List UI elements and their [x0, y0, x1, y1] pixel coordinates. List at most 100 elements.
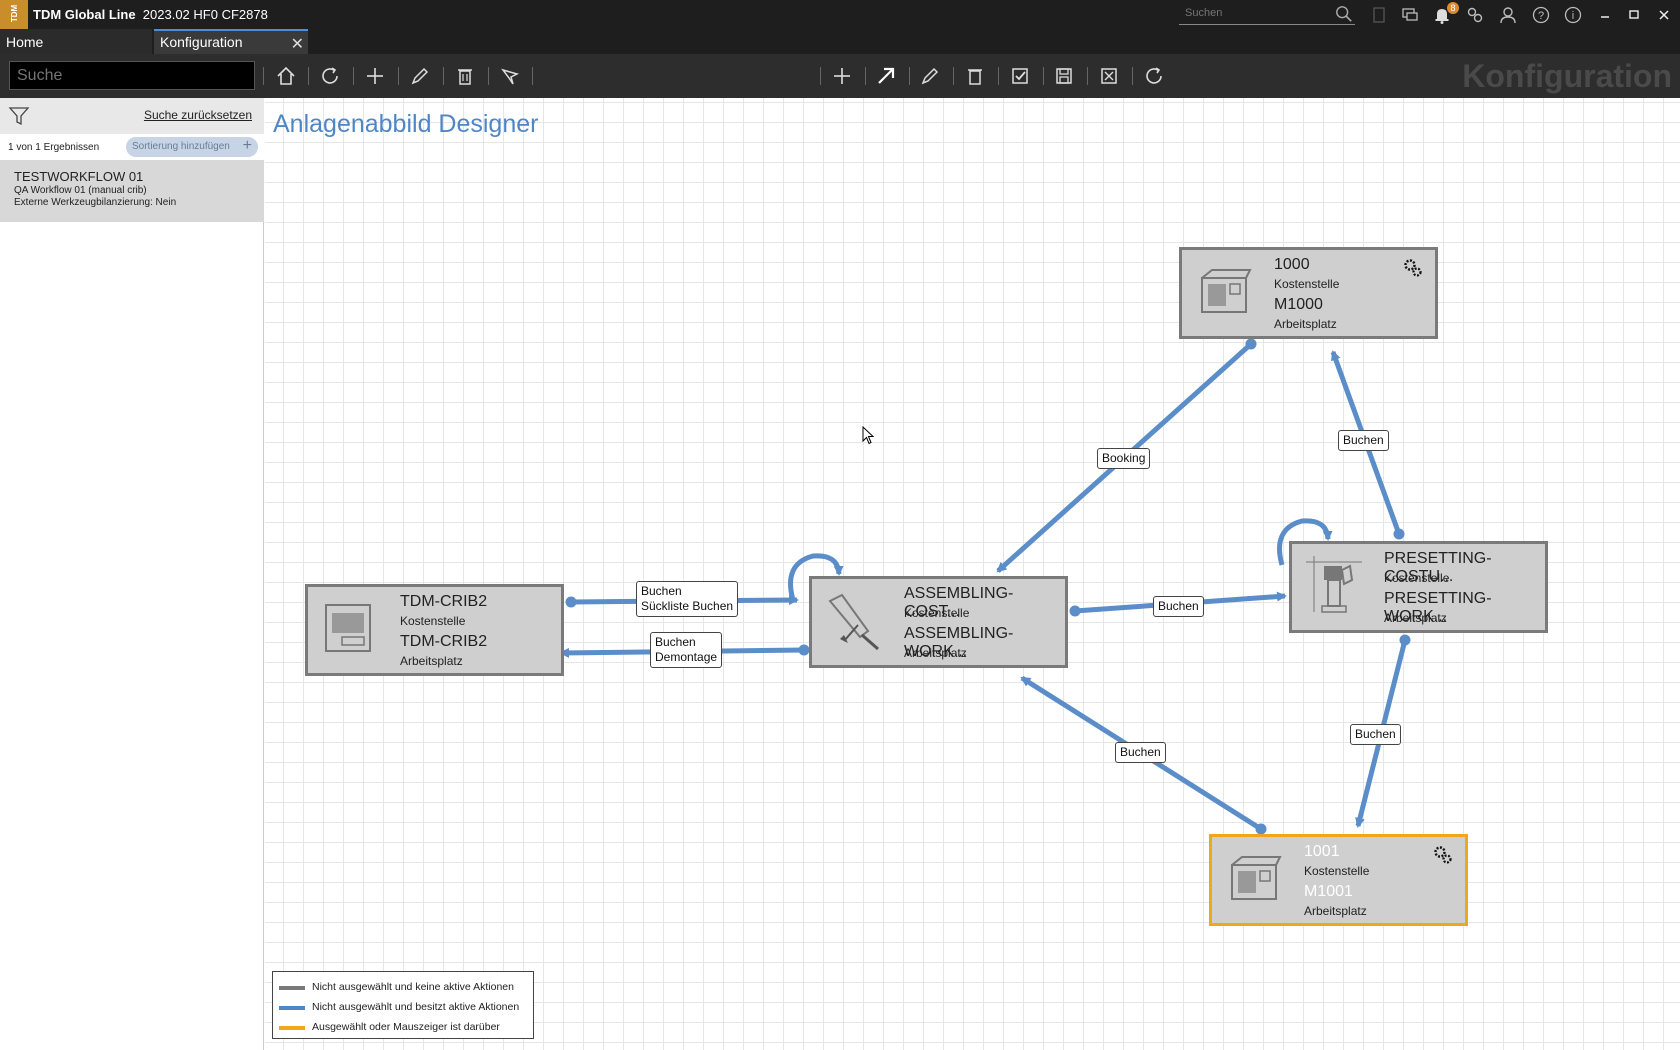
checkbox-icon[interactable] — [1008, 64, 1032, 88]
close-tab-icon[interactable]: ✕ — [290, 36, 304, 53]
document-icon[interactable] — [1369, 5, 1389, 25]
node-m1001[interactable]: 1001 Kostenstelle M1001 Arbeitsplatz — [1209, 834, 1468, 926]
app-name: TDM Global Line — [33, 7, 136, 22]
plugin-icon[interactable] — [1465, 5, 1485, 25]
workflow-name: TESTWORKFLOW 01 — [14, 169, 144, 184]
edge-anchor — [1069, 605, 1081, 617]
svg-text:i: i — [1572, 10, 1574, 22]
add-icon[interactable] — [363, 64, 387, 88]
list-item[interactable]: TESTWORKFLOW 01 QA Workflow 01 (manual c… — [0, 160, 264, 222]
sidebar-search[interactable] — [9, 61, 255, 90]
settings-icon[interactable] — [1403, 258, 1423, 278]
toolbar-separator — [532, 67, 533, 85]
edge-label-assembling-to-presetting[interactable]: Buchen — [1153, 596, 1204, 617]
delete-icon[interactable] — [453, 64, 477, 88]
designer-title: Anlagenabbild Designer — [273, 110, 539, 138]
crib-icon — [325, 604, 371, 652]
clear-filter-icon[interactable] — [498, 64, 522, 88]
edit-node-icon[interactable] — [918, 64, 942, 88]
toolbar-separator — [909, 67, 910, 85]
title-bar: TDM Global Line 2023.02 HF0 CF2878 8 ? i — [0, 0, 1680, 29]
tab-konfiguration[interactable]: Konfiguration ✕ — [154, 29, 308, 54]
legend: Nicht ausgewählt und keine aktive Aktion… — [272, 971, 534, 1039]
help-icon[interactable]: ? — [1531, 5, 1551, 25]
bell-icon[interactable] — [1432, 5, 1452, 25]
edge-anchor — [1393, 528, 1405, 540]
legend-swatch — [279, 986, 305, 990]
filter-bar: Suche zurücksetzen — [0, 98, 264, 134]
sidebar-search-input[interactable] — [10, 62, 254, 89]
edge-label-line: Buchen — [655, 635, 696, 649]
add-node-icon[interactable] — [830, 64, 854, 88]
legend-label: Nicht ausgewählt und besitzt aktive Akti… — [312, 1001, 520, 1013]
toolbar-separator — [443, 67, 444, 85]
tab-home-label: Home — [6, 34, 44, 50]
page-title: Konfiguration — [1462, 58, 1672, 94]
sidebar: Suche zurücksetzen 1 von 1 Ergebnissen S… — [0, 98, 264, 1050]
node-assembling[interactable]: ASSEMBLING-COST... Kostenstelle ASSEMBLI… — [809, 576, 1068, 668]
minimize-icon[interactable] — [1595, 5, 1615, 25]
svg-text:?: ? — [1538, 10, 1544, 22]
self-loop-assembling[interactable] — [788, 553, 844, 601]
toolbar-separator — [308, 67, 309, 85]
node-cost-label: Kostenstelle — [400, 614, 466, 628]
node-work-label: Arbeitsplatz — [1274, 317, 1337, 331]
add-connection-icon[interactable] — [874, 64, 898, 88]
legend-swatch — [279, 1026, 305, 1030]
node-presetting[interactable]: PRESETTING-COSTU... Kostenstelle PRESETT… — [1289, 541, 1548, 633]
edge-label-crib-to-assembling[interactable]: Buchen Sückliste Buchen — [636, 581, 739, 617]
toolbar-separator — [1132, 67, 1133, 85]
plus-icon: + — [242, 137, 252, 154]
edge-label-presetting-to-m1000[interactable]: Buchen — [1338, 430, 1389, 451]
edge-label-assembling-to-crib[interactable]: Buchen Demontage — [650, 632, 723, 668]
node-workplace: M1001 — [1304, 883, 1353, 900]
edit-icon[interactable] — [408, 64, 432, 88]
tab-home[interactable]: Home — [0, 29, 152, 54]
filter-icon[interactable] — [8, 105, 30, 127]
presetting-icon — [1306, 556, 1362, 613]
node-workplace: M1000 — [1274, 296, 1323, 313]
save-icon[interactable] — [1052, 64, 1076, 88]
machine-icon — [1231, 856, 1282, 900]
user-icon[interactable] — [1498, 5, 1518, 25]
refresh-icon[interactable] — [318, 64, 342, 88]
info-icon[interactable]: i — [1563, 5, 1583, 25]
add-sort-button[interactable]: Sortierung hinzufügen + — [126, 137, 258, 157]
edge-anchor — [798, 644, 810, 656]
edge-anchor — [1255, 823, 1267, 835]
edge-label-line: Demontage — [655, 650, 718, 664]
reload-icon[interactable] — [1142, 64, 1166, 88]
tdm-logo — [0, 0, 28, 29]
node-cost-label: Kostenstelle — [904, 606, 970, 620]
toolbar-separator — [353, 67, 354, 85]
tool-icon — [828, 593, 879, 651]
maximize-icon[interactable] — [1624, 5, 1644, 25]
toolbar-separator — [998, 67, 999, 85]
global-search[interactable] — [1179, 3, 1355, 25]
node-m1000[interactable]: 1000 Kostenstelle M1000 Arbeitsplatz — [1179, 247, 1438, 339]
edge-label-line: Sückliste Buchen — [641, 599, 734, 613]
legend-label: Nicht ausgewählt und keine aktive Aktion… — [312, 981, 514, 993]
mouse-cursor-icon — [862, 426, 875, 445]
toolbar-separator — [488, 67, 489, 85]
edge-label-presetting-to-m1001[interactable]: Buchen — [1350, 724, 1401, 745]
edge-label-m1001-to-assembling[interactable]: Buchen — [1115, 742, 1166, 763]
node-cost-label: Kostenstelle — [1384, 571, 1450, 585]
node-cost-center: ASSEMBLING-COST... — [904, 585, 1014, 620]
chat-icon[interactable] — [1400, 5, 1420, 25]
edge-label-booking[interactable]: Booking — [1097, 448, 1151, 469]
fit-view-icon[interactable] — [1097, 64, 1121, 88]
node-cost-center: TDM-CRIB2 — [400, 593, 488, 610]
workflow-balancing: Externe Werkzeugbilanzierung: Nein — [14, 197, 177, 208]
machine-icon — [1201, 269, 1252, 313]
self-loop-presetting[interactable] — [1277, 518, 1333, 566]
delete-node-icon[interactable] — [963, 64, 987, 88]
settings-icon[interactable] — [1433, 845, 1453, 865]
close-window-icon[interactable] — [1654, 5, 1674, 25]
reset-search-link[interactable]: Suche zurücksetzen — [143, 108, 252, 122]
node-tdm-crib2[interactable]: TDM-CRIB2 Kostenstelle TDM-CRIB2 Arbeits… — [305, 584, 564, 676]
home-icon[interactable] — [274, 64, 298, 88]
global-search-input[interactable] — [1179, 3, 1329, 23]
search-icon[interactable] — [1335, 5, 1353, 23]
node-cost-center: 1000 — [1274, 256, 1310, 273]
